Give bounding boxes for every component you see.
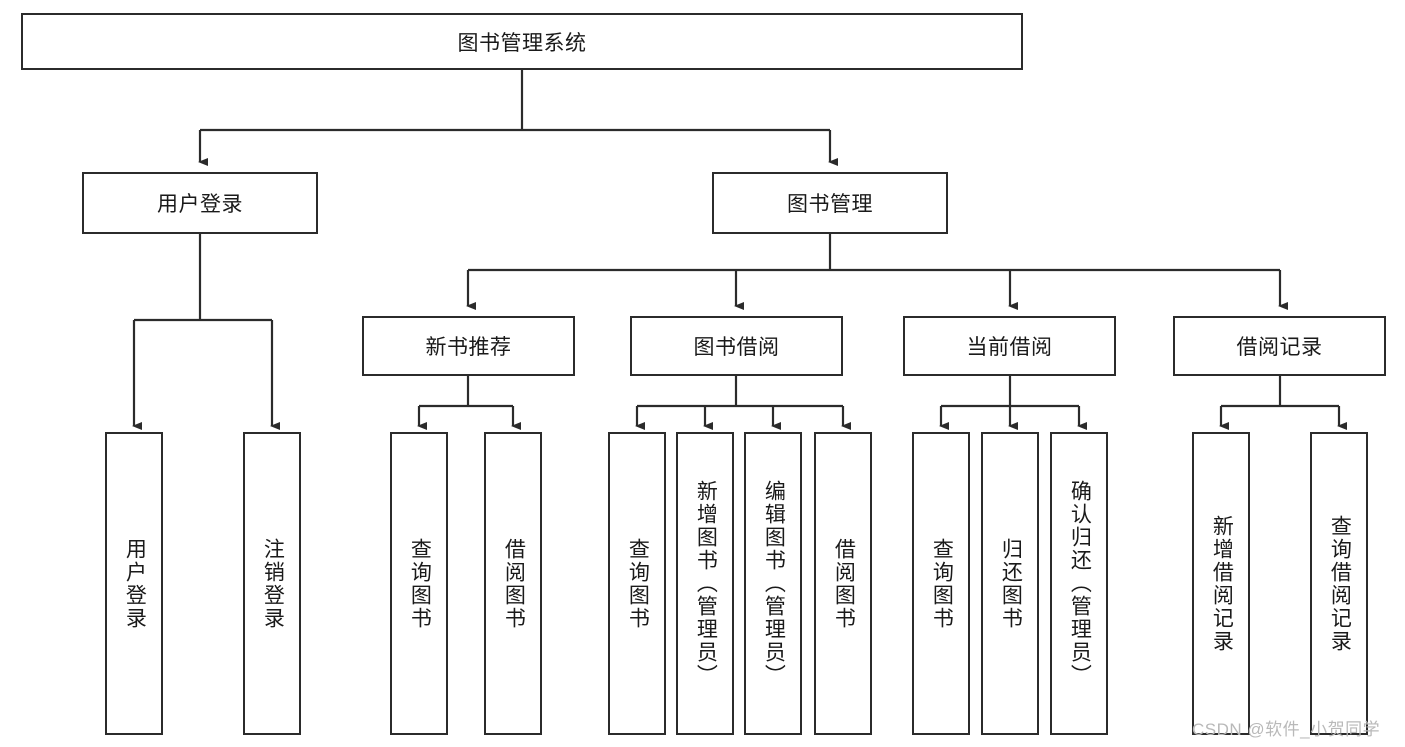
leaf-current-confirm-return-label: 确认归还（管理员） — [1068, 480, 1092, 687]
leaf-user-login-label: 用户登录 — [123, 537, 147, 630]
leaf-user-logout[interactable]: 注销登录 — [243, 432, 301, 735]
node-book-borrow-label: 图书借阅 — [693, 336, 780, 359]
leaf-new-borrow-book-label: 借阅图书 — [502, 537, 526, 630]
node-root[interactable]: 图书管理系统 — [21, 13, 1023, 70]
leaf-record-query[interactable]: 查询借阅记录 — [1310, 432, 1368, 735]
leaf-new-borrow-book[interactable]: 借阅图书 — [484, 432, 542, 735]
leaf-borrow-edit-book[interactable]: 编辑图书（管理员） — [744, 432, 802, 735]
leaf-borrow-borrow-book-label: 借阅图书 — [832, 537, 856, 630]
node-user-login-label: 用户登录 — [157, 193, 243, 216]
node-new-book-recommend-label: 新书推荐 — [425, 336, 512, 359]
leaf-borrow-add-book-label: 新增图书（管理员） — [694, 480, 718, 687]
leaf-record-query-label: 查询借阅记录 — [1328, 514, 1352, 653]
leaf-record-add-label: 新增借阅记录 — [1210, 514, 1234, 653]
leaf-borrow-borrow-book[interactable]: 借阅图书 — [814, 432, 872, 735]
leaf-borrow-query-book-label: 查询图书 — [626, 537, 650, 630]
node-book-borrow[interactable]: 图书借阅 — [630, 316, 843, 376]
node-book-management-label: 图书管理 — [787, 193, 873, 216]
leaf-current-return-book[interactable]: 归还图书 — [981, 432, 1039, 735]
node-borrow-record[interactable]: 借阅记录 — [1173, 316, 1386, 376]
leaf-new-query-book[interactable]: 查询图书 — [390, 432, 448, 735]
node-current-borrow-label: 当前借阅 — [966, 336, 1053, 359]
leaf-borrow-query-book[interactable]: 查询图书 — [608, 432, 666, 735]
csdn-watermark: CSDN @软件_小贺同学 — [1192, 720, 1381, 739]
node-user-login[interactable]: 用户登录 — [82, 172, 318, 234]
node-root-label: 图书管理系统 — [457, 31, 587, 55]
leaf-current-return-book-label: 归还图书 — [999, 537, 1023, 630]
leaf-user-login[interactable]: 用户登录 — [105, 432, 163, 735]
node-borrow-record-label: 借阅记录 — [1236, 336, 1323, 359]
leaf-record-add[interactable]: 新增借阅记录 — [1192, 432, 1250, 735]
leaf-current-query-book-label: 查询图书 — [930, 537, 954, 630]
leaf-current-confirm-return[interactable]: 确认归还（管理员） — [1050, 432, 1108, 735]
leaf-new-query-book-label: 查询图书 — [408, 537, 432, 630]
leaf-user-logout-label: 注销登录 — [261, 537, 285, 630]
leaf-current-query-book[interactable]: 查询图书 — [912, 432, 970, 735]
node-new-book-recommend[interactable]: 新书推荐 — [362, 316, 575, 376]
node-book-management[interactable]: 图书管理 — [712, 172, 948, 234]
leaf-borrow-add-book[interactable]: 新增图书（管理员） — [676, 432, 734, 735]
node-current-borrow[interactable]: 当前借阅 — [903, 316, 1116, 376]
leaf-borrow-edit-book-label: 编辑图书（管理员） — [762, 480, 786, 687]
